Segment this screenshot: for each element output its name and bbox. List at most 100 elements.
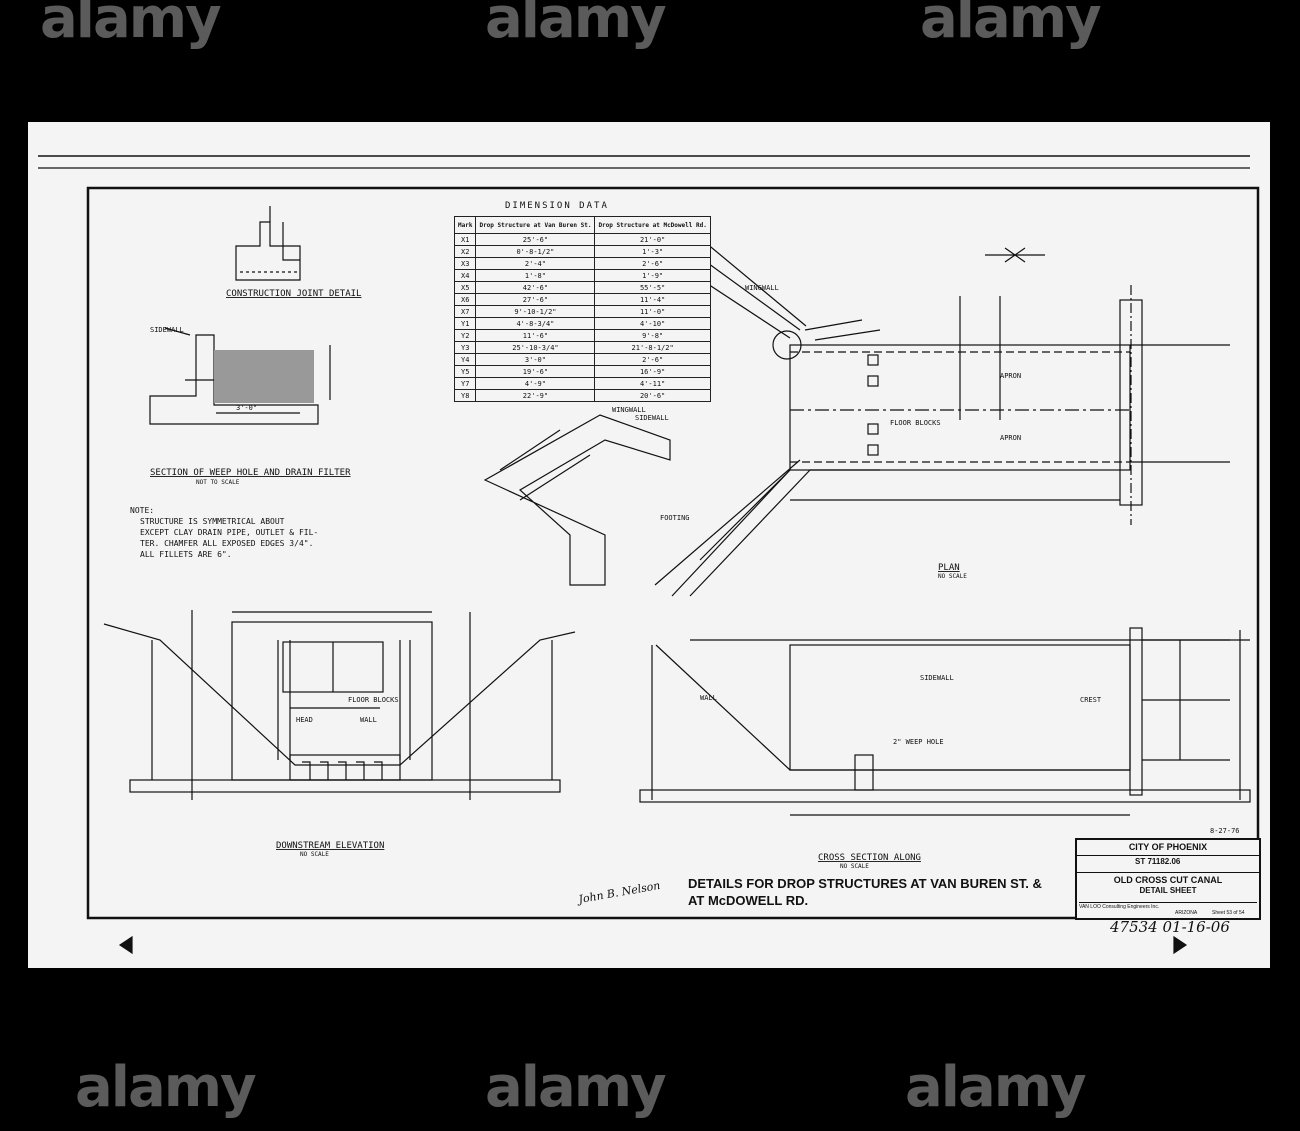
table-cell: X4 (453, 269, 477, 282)
watermark: alamy (40, 0, 222, 51)
table-cell: X7 (453, 305, 477, 318)
weep-hole-section (149, 327, 331, 425)
apron-label-2: APRON (1000, 434, 1021, 442)
watermark: alamy (920, 0, 1102, 51)
title-block-project: OLD CROSS CUT CANAL (1077, 872, 1259, 885)
table-cell: 2'-6" (594, 257, 711, 270)
weep-hole-title: SECTION OF WEEP HOLE AND DRAIN FILTER (150, 468, 351, 478)
table-cell: 22'-9" (475, 389, 596, 402)
date-label: 8-27-76 (1210, 827, 1240, 835)
plan-title: PLAN (938, 563, 960, 573)
watermark: alamy (905, 1055, 1087, 1120)
table-cell: 1'-9" (594, 269, 711, 282)
table-header-van-buren: Drop Structure at Van Buren St. (475, 216, 596, 234)
table-cell: 11'-4" (594, 293, 711, 306)
table-cell: 27'-6" (475, 293, 596, 306)
table-cell: 25'-6" (475, 233, 596, 246)
table-title: DIMENSION DATA (505, 201, 609, 211)
wingwall-section-detail (483, 414, 671, 586)
no-scale-label-2: NO SCALE (300, 851, 329, 858)
table-cell: Y7 (453, 377, 477, 390)
drawing-title-line-1: DETAILS FOR DROP STRUCTURES AT VAN BUREN… (688, 876, 1042, 891)
table-cell: 11'-6" (475, 329, 596, 342)
sidewall-label-2: SIDEWALL (635, 414, 669, 422)
table-cell: Y3 (453, 341, 477, 354)
drawing-title-line-2: AT McDOWELL RD. (688, 893, 809, 908)
table-cell: 11'-0" (594, 305, 711, 318)
table-cell: Y4 (453, 353, 477, 366)
title-block-sheet-no: Sheet 53 of 54 (1212, 910, 1245, 916)
catalog-number: 47534 01-16-06 (1110, 918, 1230, 936)
table-cell: 1'-8" (475, 269, 596, 282)
drawing-border (86, 186, 1260, 920)
table-cell: 9'-8" (594, 329, 711, 342)
not-to-scale-label: NOT TO SCALE (196, 479, 240, 486)
title-block-state: ARIZONA (1175, 910, 1198, 916)
table-cell: Y5 (453, 365, 477, 378)
table-cell: 20'-6" (594, 389, 711, 402)
wall-label-2: WALL (700, 694, 717, 702)
title-block: CITY OF PHOENIX ST 71182.06 OLD CROSS CU… (1075, 838, 1261, 920)
dimension-data-table: Mark Drop Structure at Van Buren St. Dro… (453, 216, 711, 402)
watermark: alamy (485, 0, 667, 51)
table-cell: Y8 (453, 389, 477, 402)
wall-label: WALL (360, 716, 377, 724)
table-cell: X5 (453, 281, 477, 294)
title-block-city: CITY OF PHOENIX (1077, 840, 1259, 856)
table-cell: X6 (453, 293, 477, 306)
table-cell: 21'-0" (594, 233, 711, 246)
table-cell: 55'-5" (594, 281, 711, 294)
table-cell: 25'-10-3/4" (475, 341, 596, 354)
table-header-mcdowell: Drop Structure at McDowell Rd. (594, 216, 711, 234)
table-cell: 9'-10-1/2" (475, 305, 596, 318)
wingwall-label-2: WINGWALL (612, 406, 646, 414)
construction-joint-detail (235, 206, 301, 281)
table-cell: 4'-10" (594, 317, 711, 330)
general-note: NOTE: STRUCTURE IS SYMMETRICAL ABOUT EXC… (130, 505, 318, 560)
title-block-sheet: DETAIL SHEET (1139, 886, 1197, 895)
note-heading: NOTE: (130, 506, 155, 515)
table-cell: 4'-8-3/4" (475, 317, 596, 330)
note-line: STRUCTURE IS SYMMETRICAL ABOUT (140, 517, 285, 526)
watermark: alamy (485, 1055, 667, 1120)
cross-section-view (639, 627, 1251, 816)
apron-label: APRON (1000, 372, 1021, 380)
table-cell: 1'-3" (594, 245, 711, 258)
head-label: HEAD (296, 716, 313, 724)
sidewall-label: SIDEWALL (150, 326, 184, 334)
table-header-mark: Mark (453, 216, 477, 234)
table-cell: Y1 (453, 317, 477, 330)
table-cell: 2'-4" (475, 257, 596, 270)
sidewall-label-3: SIDEWALL (920, 674, 954, 682)
downstream-title: DOWNSTREAM ELEVATION (276, 841, 384, 851)
table-cell: 19'-6" (475, 365, 596, 378)
dim-label: 3'-0" (236, 404, 257, 412)
weep-label: 2" WEEP HOLE (893, 738, 944, 746)
plan-view (652, 227, 1230, 597)
table-cell: 42'-6" (475, 281, 596, 294)
table-cell: 4'-9" (475, 377, 596, 390)
table-cell: X2 (453, 245, 477, 258)
floor-blocks-label-2: FLOOR BLOCKS (348, 696, 399, 704)
table-cell: 2'-6" (594, 353, 711, 366)
wingwall-label: WINGWALL (745, 284, 779, 292)
table-cell: 3'-0" (475, 353, 596, 366)
table-cell: 16'-9" (594, 365, 711, 378)
no-scale-label-3: NO SCALE (840, 863, 869, 870)
table-cell: X3 (453, 257, 477, 270)
cross-section-title: CROSS SECTION ALONG (818, 853, 921, 863)
table-cell: Y2 (453, 329, 477, 342)
no-scale-label: NO SCALE (938, 573, 967, 580)
